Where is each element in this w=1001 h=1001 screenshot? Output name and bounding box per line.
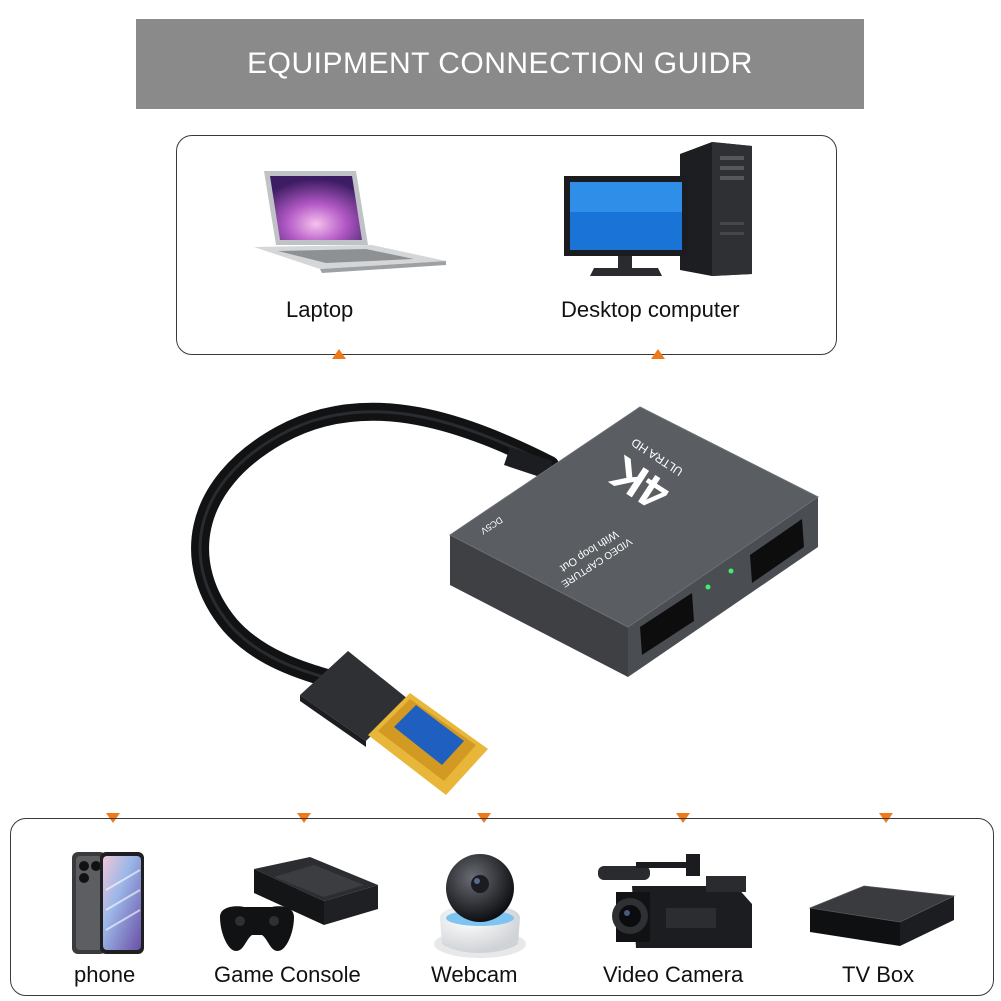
game-console-label: Game Console — [214, 962, 361, 987]
connection-marker-laptop — [332, 349, 346, 359]
phone-label: phone — [74, 962, 136, 987]
video-capture-card: 4K ULTRA HD VIDEO CAPTURE With loop Out … — [191, 402, 819, 795]
connection-marker-desktop — [651, 349, 665, 359]
source-devices-panel — [10, 818, 994, 996]
desktop-computer-icon — [564, 142, 752, 276]
webcam-icon — [434, 854, 526, 958]
video-camera-label: Video Camera — [603, 962, 744, 987]
page-title: EQUIPMENT CONNECTION GUIDR — [247, 47, 753, 80]
laptop-label: Laptop — [286, 297, 354, 322]
desktop-computer-label: Desktop computer — [561, 297, 740, 322]
tv-box-icon — [808, 885, 956, 946]
host-devices-panel — [176, 135, 837, 355]
laptop-icon — [254, 171, 446, 273]
tv-box-label: TV Box — [842, 962, 915, 987]
title-banner: EQUIPMENT CONNECTION GUIDR — [136, 19, 864, 109]
game-console-icon — [220, 857, 378, 951]
webcam-label: Webcam — [431, 962, 518, 987]
video-camera-icon — [598, 854, 752, 948]
phone-icon — [72, 852, 144, 954]
